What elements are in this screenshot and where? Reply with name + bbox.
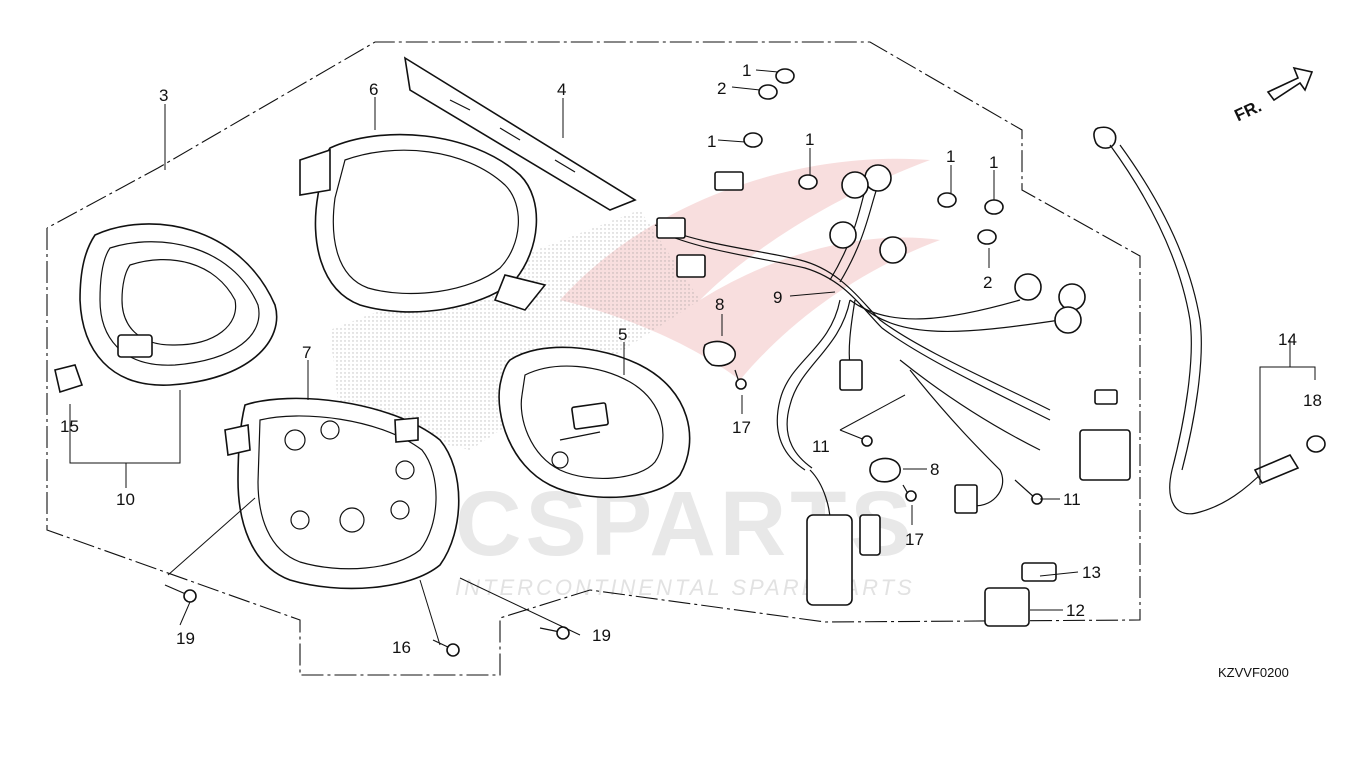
callout-9: 9 [773,288,782,307]
speedometer-assembly [498,346,691,499]
meter-outer-cover [79,223,278,386]
front-label: FR. [1232,96,1265,125]
callout-2: 2 [983,273,992,292]
callout-17: 17 [905,530,924,549]
callout-1: 1 [989,153,998,172]
callout-1: 1 [946,147,955,166]
wire-harness [654,164,1131,606]
callout-18: 18 [1303,391,1322,410]
cap-part-13 [1021,562,1057,582]
speedometer-cable [1093,126,1326,515]
callout-19: 19 [176,629,195,648]
callout-1: 1 [707,132,716,151]
callout-7: 7 [302,343,311,362]
diagram-code: KZVVF0200 [1218,665,1289,680]
callout-19: 19 [592,626,611,645]
callout-16: 16 [392,638,411,657]
dotted-shading [330,210,700,450]
callout-3: 3 [159,86,168,105]
callout-12: 12 [1066,601,1085,620]
callout-13: 13 [1082,563,1101,582]
callout-8: 8 [715,295,724,314]
callout-2: 2 [717,79,726,98]
callout-8: 8 [930,460,939,479]
relay-part-12 [984,587,1030,627]
callout-14: 14 [1278,330,1297,349]
callout-15: 15 [60,417,79,436]
callout-1: 1 [805,130,814,149]
callout-6: 6 [369,80,378,99]
screws [164,369,1043,657]
callout-5: 5 [618,325,627,344]
callout-1: 1 [742,61,751,80]
front-direction-marker: FR. [1232,66,1314,125]
leader-lines [69,69,1316,646]
callout-labels: 1 2 1 1 1 1 2 3 6 4 5 7 15 10 9 8 17 11 … [60,61,1322,657]
clip-part-15 [54,364,84,394]
meter-case [224,397,460,590]
callout-11: 11 [812,437,830,456]
callout-10: 10 [116,490,135,509]
meter-decal [403,56,637,211]
callout-4: 4 [557,80,566,99]
group-boundary [46,41,1141,676]
washers [743,68,1004,245]
clamp-lower [869,457,901,483]
callout-17: 17 [732,418,751,437]
meter-lens [299,133,547,313]
callout-11: 11 [1063,490,1081,509]
clamp-upper [702,340,736,367]
